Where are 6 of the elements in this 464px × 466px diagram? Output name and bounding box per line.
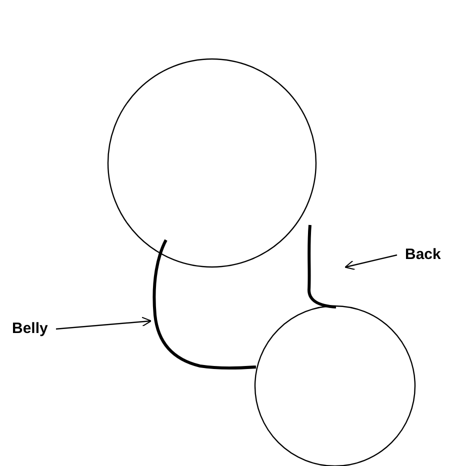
belly-curve (152, 239, 256, 370)
part-label: Belly (12, 320, 48, 338)
back-curve (308, 224, 336, 308)
leader-arrow (56, 316, 152, 330)
leader-arrow (344, 254, 398, 270)
part-label: Back (405, 246, 441, 264)
